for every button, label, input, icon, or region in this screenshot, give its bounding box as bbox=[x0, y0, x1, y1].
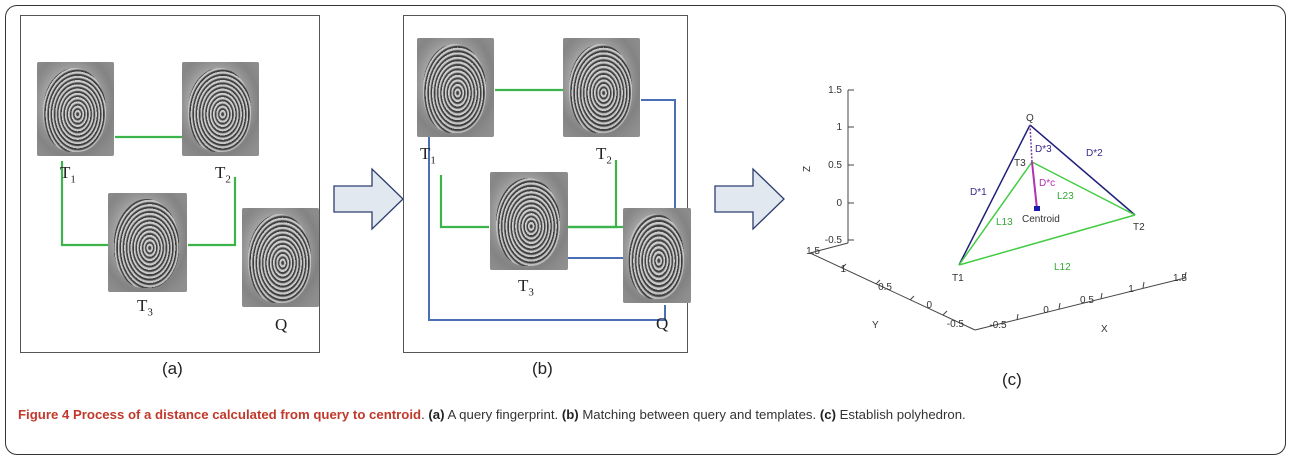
panel-c-label: (c) bbox=[1002, 370, 1022, 389]
x-tick-4: 1 bbox=[1128, 284, 1134, 295]
x-tick-1: -0.5 bbox=[989, 320, 1007, 331]
fingerprint-t1 bbox=[37, 62, 114, 156]
label-t2: T2 bbox=[215, 163, 231, 186]
caption-a-label: (a) bbox=[428, 407, 445, 422]
label-l23: L23 bbox=[1057, 191, 1074, 202]
label-t2-b: T2 bbox=[596, 144, 612, 167]
panel-a-connectors bbox=[60, 135, 237, 247]
figure-caption: Figure 4 Process of a distance calculate… bbox=[18, 404, 1276, 425]
label-t1: T1 bbox=[60, 163, 76, 186]
edge-dc bbox=[1031, 161, 1038, 210]
panel-b-label: (b) bbox=[532, 359, 553, 378]
z-tick-2: 1 bbox=[836, 122, 842, 133]
arrow-right-2 bbox=[714, 167, 785, 231]
centroid-marker bbox=[1034, 206, 1040, 211]
caption-c-text: Establish polyhedron. bbox=[835, 407, 966, 422]
label-q-b: Q bbox=[656, 314, 669, 333]
panel-b-connectors bbox=[428, 88, 676, 321]
point-centroid: Centroid bbox=[1022, 214, 1060, 225]
arrow-right-1 bbox=[333, 167, 404, 231]
edge-l23 bbox=[1031, 161, 1136, 216]
label-t1-b: T1 bbox=[420, 144, 436, 167]
x-tick-3: 0.5 bbox=[1080, 295, 1094, 306]
point-t1: T1 bbox=[952, 273, 964, 284]
label-t3: T3 bbox=[137, 296, 153, 319]
edge-d2 bbox=[1029, 124, 1136, 216]
y-tick-3: 0.5 bbox=[878, 282, 892, 293]
edge-l13 bbox=[958, 161, 1033, 266]
figure-frame bbox=[5, 5, 1286, 455]
axis-label-x: X bbox=[1101, 324, 1108, 335]
caption-b-text: Matching between query and templates. bbox=[578, 407, 820, 422]
y-tick-4: 0 bbox=[926, 300, 932, 311]
z-tick-1: 1.5 bbox=[828, 85, 842, 96]
fingerprint-t1-b bbox=[417, 38, 494, 137]
label-l12: L12 bbox=[1054, 262, 1071, 273]
point-q: Q bbox=[1026, 113, 1034, 124]
label-d1: D*1 bbox=[970, 187, 987, 198]
caption-title: Figure 4 Process of a distance calculate… bbox=[18, 407, 422, 422]
panel-a-label: (a) bbox=[162, 359, 183, 378]
label-t3-b: T3 bbox=[518, 276, 534, 299]
axis-label-z: Z bbox=[802, 166, 813, 172]
z-tick-5: -0.5 bbox=[825, 235, 843, 246]
fingerprint-t3-b bbox=[490, 172, 568, 270]
y-tick-2: 1 bbox=[840, 264, 846, 275]
point-t3: T3 bbox=[1014, 158, 1026, 169]
panel-c-plot: 1.5 1 0.5 0 -0.5 1.5 1 0.5 0 -0.5 -0.5 0… bbox=[802, 85, 1187, 335]
y-tick-1: 1.5 bbox=[806, 246, 820, 257]
edge-d3 bbox=[1029, 124, 1033, 163]
fingerprint-q bbox=[242, 208, 319, 307]
caption-sep: . bbox=[421, 407, 429, 422]
point-t2: T2 bbox=[1133, 222, 1145, 233]
fingerprint-t2-b bbox=[563, 38, 640, 137]
x-tick-2: 0 bbox=[1043, 305, 1049, 316]
y-tick-5: -0.5 bbox=[947, 319, 965, 330]
edge-d1 bbox=[958, 124, 1031, 266]
label-l13: L13 bbox=[996, 217, 1013, 228]
x-tick-5: 1.5 bbox=[1173, 273, 1187, 284]
fingerprint-t3 bbox=[108, 193, 187, 292]
fingerprint-t2 bbox=[182, 62, 259, 156]
caption-b-label: (b) bbox=[561, 407, 579, 422]
z-tick-4: 0 bbox=[836, 198, 842, 209]
label-d2: D*2 bbox=[1086, 148, 1103, 159]
z-tick-3: 0.5 bbox=[828, 160, 842, 171]
label-dc: D*c bbox=[1039, 178, 1055, 189]
edge-l12 bbox=[958, 214, 1136, 266]
label-d3: D*3 bbox=[1035, 144, 1052, 155]
caption-a-text: A query fingerprint. bbox=[444, 407, 562, 422]
fingerprint-q-b bbox=[623, 208, 691, 303]
label-q: Q bbox=[275, 315, 288, 334]
caption-c-label: (c) bbox=[819, 407, 836, 422]
axis-label-y: Y bbox=[872, 320, 879, 331]
